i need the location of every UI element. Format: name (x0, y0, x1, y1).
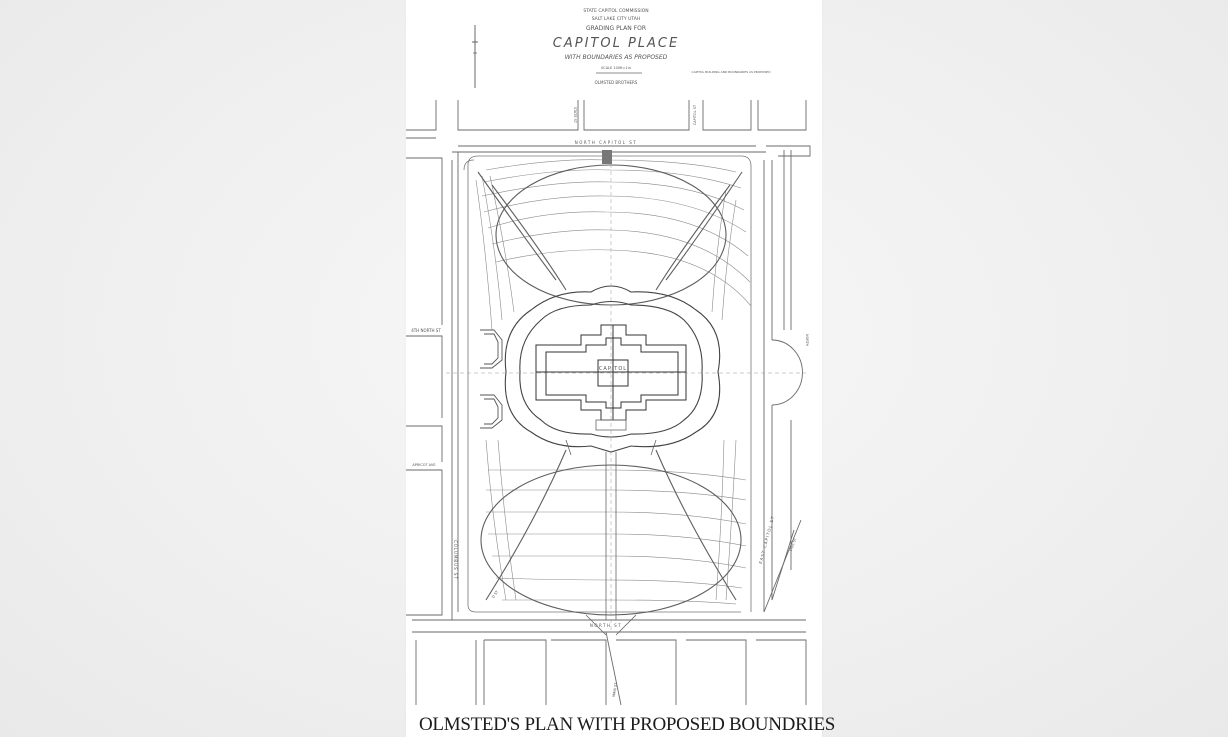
title-block: STATE CAPITOL COMMISSION SALT LAKE CITY … (472, 8, 771, 88)
plan-caption: OLMSTED'S PLAN WITH PROPOSED BOUNDRIES (419, 714, 836, 735)
label-north-st: NORTH ST (590, 623, 622, 628)
commission-text: STATE CAPITOL COMMISSION (583, 8, 648, 14)
scale-text: SCALE 100ft=1in (601, 66, 631, 70)
boundaries-note: WITH BOUNDARIES AS PROPOSED (565, 54, 668, 61)
label-capitol-top: CAPITOL ST (693, 104, 697, 125)
label-side-right: NORTH (805, 334, 809, 347)
park-perimeter (463, 155, 752, 613)
capitol-building (535, 324, 687, 421)
label-state: STATE ST (573, 107, 577, 124)
capitol-grounds (504, 285, 721, 453)
carriage-drives (477, 164, 743, 616)
label-apricot: APRICOT AVE (412, 463, 435, 467)
plan-title: CAPITOL PLACE (553, 36, 679, 51)
label-main: MAIN ST (612, 681, 619, 697)
side-note: CAPITOL BUILDING AND BOUNDARIES AS PROPO… (691, 70, 771, 74)
axis-lines (446, 150, 806, 630)
grading-plan-drawing: STATE CAPITOL COMMISSION SALT LAKE CITY … (406, 8, 811, 706)
label-columbus: COLUMBUS ST (453, 540, 458, 580)
street-labels: NORTH CAPITOL ST NORTH ST COLUMBUS ST EA… (411, 104, 809, 697)
label-vine: VINE ST (789, 537, 798, 552)
north-gate (602, 150, 612, 164)
south-walks (565, 150, 657, 636)
label-east-capitol: EAST CAPITOL ST (758, 515, 776, 564)
label-north-capitol: NORTH CAPITOL ST (575, 140, 638, 145)
west-stairs (480, 329, 503, 429)
capitol-label: CAPITOL (599, 366, 627, 372)
plan-sheet: STATE CAPITOL COMMISSION SALT LAKE CITY … (406, 0, 835, 737)
subtitle-text: GRADING PLAN FOR (586, 25, 646, 32)
street-grid (406, 100, 811, 706)
city-text: SALT LAKE CITY UTAH (592, 16, 641, 22)
label-4th-north: 4TH NORTH ST (411, 328, 441, 333)
label-d-street: D ST (491, 589, 499, 599)
firm-text: OLMSTED BROTHERS (595, 80, 638, 85)
